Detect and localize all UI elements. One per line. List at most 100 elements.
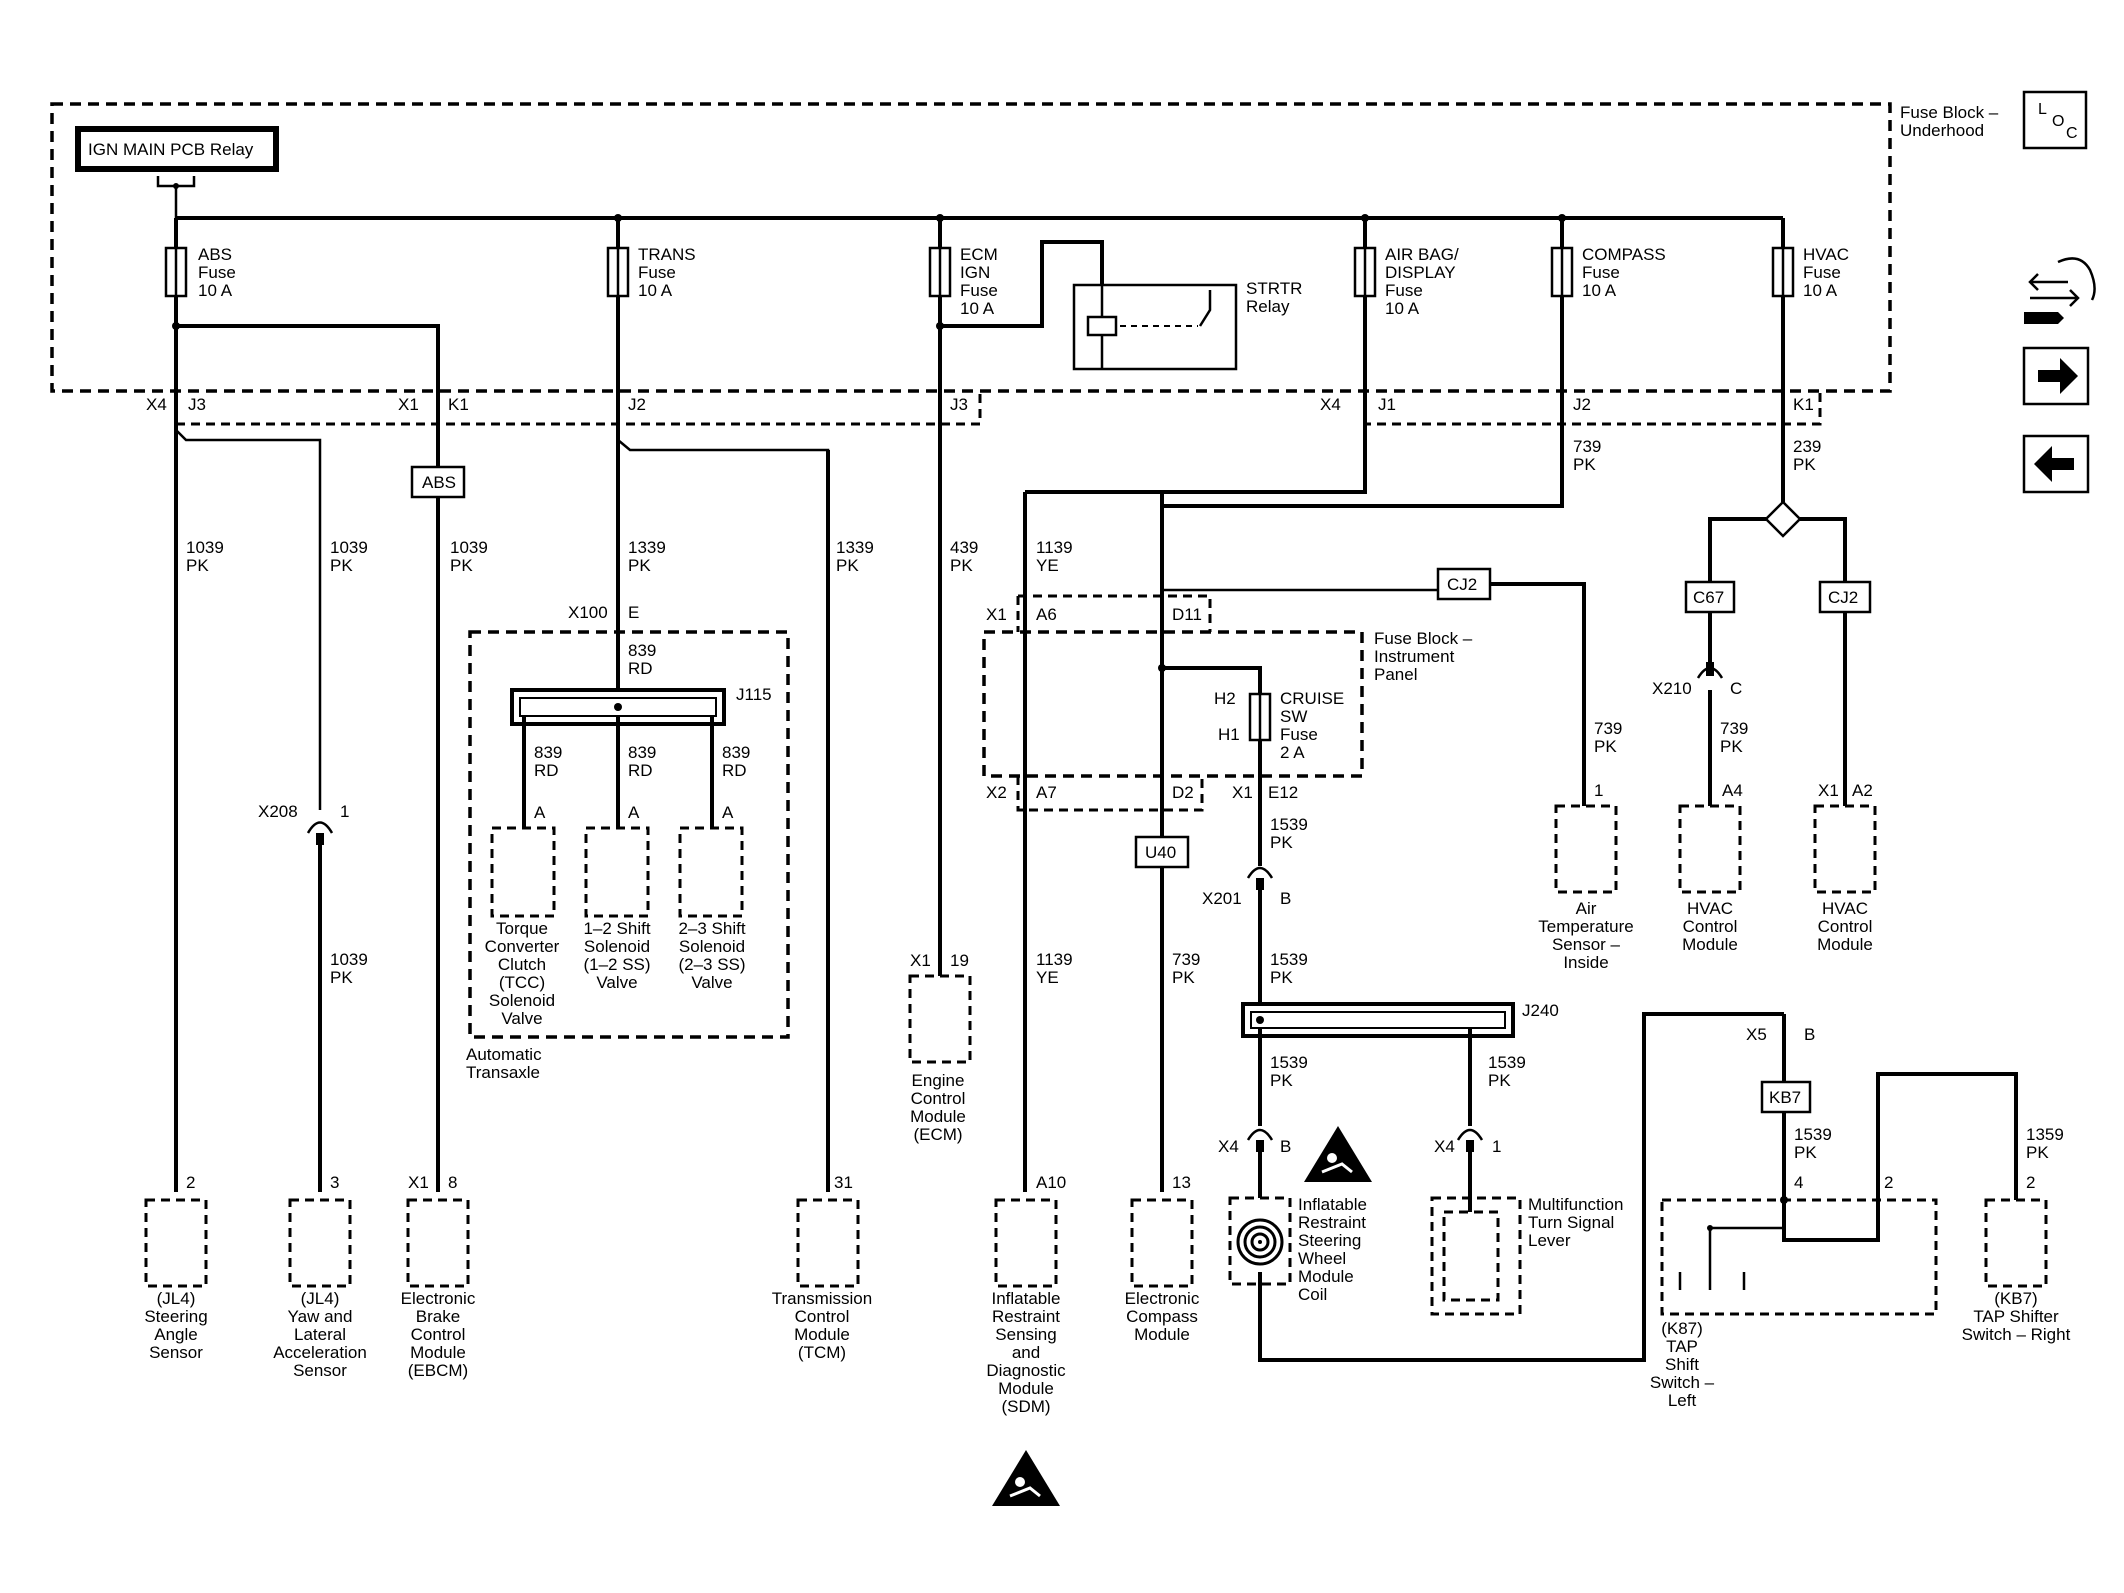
svg-text:10 A: 10 A xyxy=(1582,281,1617,300)
svg-text:(KB7): (KB7) xyxy=(1994,1289,2037,1308)
svg-text:J1: J1 xyxy=(1378,395,1396,414)
svg-text:Torque: Torque xyxy=(496,919,548,938)
svg-text:TRANS: TRANS xyxy=(638,245,696,264)
svg-text:PK: PK xyxy=(950,556,973,575)
svg-text:31: 31 xyxy=(834,1173,853,1192)
svg-text:PK: PK xyxy=(450,556,473,575)
loc-icon[interactable]: L O C xyxy=(2022,90,2088,150)
ebcm-module: X1 8 Electronic Brake Control Module (EB… xyxy=(401,1173,476,1380)
svg-text:X201: X201 xyxy=(1202,889,1242,908)
compass-wire: U40 739 PK xyxy=(1134,506,1200,1192)
svg-text:J3: J3 xyxy=(950,395,968,414)
svg-text:Control: Control xyxy=(911,1089,966,1108)
svg-text:RD: RD xyxy=(534,761,559,780)
svg-text:1339: 1339 xyxy=(836,538,874,557)
svg-text:AIR BAG/: AIR BAG/ xyxy=(1385,245,1459,264)
svg-text:PK: PK xyxy=(1270,1071,1293,1090)
airbag-coil-module: Inflatable Restraint Steering Wheel Modu… xyxy=(1228,1126,1372,1304)
svg-text:Sensor: Sensor xyxy=(149,1343,203,1362)
svg-text:PK: PK xyxy=(836,556,859,575)
splice-u40: U40 xyxy=(1145,843,1176,862)
svg-text:Module: Module xyxy=(998,1379,1054,1398)
svg-text:X210: X210 xyxy=(1652,679,1692,698)
tap-wires: X5 B KB7 1539 PK 1359 PK xyxy=(1746,1014,2064,1242)
svg-text:Brake: Brake xyxy=(416,1307,460,1326)
arrow-left-icon[interactable] xyxy=(2022,434,2090,494)
svg-text:X4: X4 xyxy=(1434,1137,1455,1156)
svg-text:Control: Control xyxy=(1683,917,1738,936)
svg-text:X1: X1 xyxy=(986,605,1007,624)
svg-text:Module: Module xyxy=(1682,935,1738,954)
svg-text:19: 19 xyxy=(950,951,969,970)
svg-text:Solenoid: Solenoid xyxy=(679,937,745,956)
svg-text:1539: 1539 xyxy=(1270,815,1308,834)
fuse-block-instrument-panel: Fuse Block – Instrument Panel X1 A6 D11 … xyxy=(982,588,1473,866)
svg-text:10 A: 10 A xyxy=(1803,281,1838,300)
svg-text:739: 739 xyxy=(1172,950,1200,969)
airbag-warning-icon xyxy=(1304,1126,1372,1182)
arrow-right-icon[interactable] xyxy=(2022,346,2090,406)
svg-text:Relay: Relay xyxy=(1246,297,1290,316)
wrench-arrows-icon[interactable] xyxy=(2024,257,2096,324)
svg-text:Module: Module xyxy=(1817,935,1873,954)
svg-text:Electronic: Electronic xyxy=(1125,1289,1200,1308)
svg-text:PK: PK xyxy=(1793,455,1816,474)
svg-text:PK: PK xyxy=(2026,1143,2049,1162)
svg-text:Engine: Engine xyxy=(912,1071,965,1090)
svg-text:Control: Control xyxy=(411,1325,466,1344)
svg-text:Module: Module xyxy=(410,1343,466,1362)
steering-angle-sensor: 2 (JL4) Steering Angle Sensor xyxy=(144,1173,207,1362)
tap-shift-switch-left: 4 2 (K87) TAP Shift Switch – Left xyxy=(1650,1173,1938,1410)
svg-text:C: C xyxy=(2066,125,2078,142)
svg-text:Valve: Valve xyxy=(501,1009,542,1028)
yaw-lateral-sensor: 3 (JL4) Yaw and Lateral Acceleration Sen… xyxy=(273,1173,367,1380)
svg-text:(EBCM): (EBCM) xyxy=(408,1361,468,1380)
svg-text:Clutch: Clutch xyxy=(498,955,546,974)
svg-text:E: E xyxy=(628,603,639,622)
svg-text:X1: X1 xyxy=(408,1173,429,1192)
hvac-control-module-1: A4 HVAC Control Module xyxy=(1678,781,1743,954)
svg-text:Fuse: Fuse xyxy=(198,263,236,282)
svg-text:1–2 Shift: 1–2 Shift xyxy=(583,919,650,938)
svg-text:1: 1 xyxy=(1492,1137,1501,1156)
svg-text:1539: 1539 xyxy=(1270,1053,1308,1072)
svg-text:PK: PK xyxy=(330,968,353,987)
svg-text:Air: Air xyxy=(1576,899,1597,918)
svg-text:RD: RD xyxy=(628,659,653,678)
svg-text:PK: PK xyxy=(1794,1143,1817,1162)
svg-text:739: 739 xyxy=(1594,719,1622,738)
svg-text:4: 4 xyxy=(1794,1173,1803,1192)
svg-text:X1: X1 xyxy=(1232,783,1253,802)
svg-text:(JL4): (JL4) xyxy=(301,1289,340,1308)
svg-text:Steering: Steering xyxy=(144,1307,207,1326)
svg-text:PK: PK xyxy=(1488,1071,1511,1090)
x208-connector: X208 1 xyxy=(258,802,349,845)
svg-text:E12: E12 xyxy=(1268,783,1298,802)
svg-text:3: 3 xyxy=(330,1173,339,1192)
svg-text:A6: A6 xyxy=(1036,605,1057,624)
svg-text:A: A xyxy=(534,803,546,822)
svg-text:SW: SW xyxy=(1280,707,1307,726)
svg-text:Diagnostic: Diagnostic xyxy=(986,1361,1066,1380)
svg-text:Instrument: Instrument xyxy=(1374,647,1455,666)
ecm-module: X1 19 Engine Control Module (ECM) xyxy=(908,951,972,1144)
svg-text:Lever: Lever xyxy=(1528,1231,1571,1250)
tcm-module: 31 Transmission Control Module (TCM) xyxy=(772,1173,872,1362)
svg-text:Control: Control xyxy=(1818,917,1873,936)
svg-text:and: and xyxy=(1012,1343,1040,1362)
tap-return-wire xyxy=(1258,1012,1784,1362)
svg-text:8: 8 xyxy=(448,1173,457,1192)
svg-text:(TCM): (TCM) xyxy=(798,1343,846,1362)
svg-text:(ECM): (ECM) xyxy=(913,1125,962,1144)
svg-text:Yaw and: Yaw and xyxy=(288,1307,353,1326)
splice-cj2-hvac: CJ2 xyxy=(1828,588,1858,607)
splice-c67: C67 xyxy=(1693,588,1724,607)
svg-text:Panel: Panel xyxy=(1374,665,1417,684)
svg-text:Fuse: Fuse xyxy=(1582,263,1620,282)
svg-text:A4: A4 xyxy=(1722,781,1743,800)
svg-text:2: 2 xyxy=(1884,1173,1893,1192)
svg-text:1139: 1139 xyxy=(1036,538,1073,557)
svg-text:Module: Module xyxy=(910,1107,966,1126)
svg-text:839: 839 xyxy=(628,743,656,762)
svg-text:Wheel: Wheel xyxy=(1298,1249,1346,1268)
